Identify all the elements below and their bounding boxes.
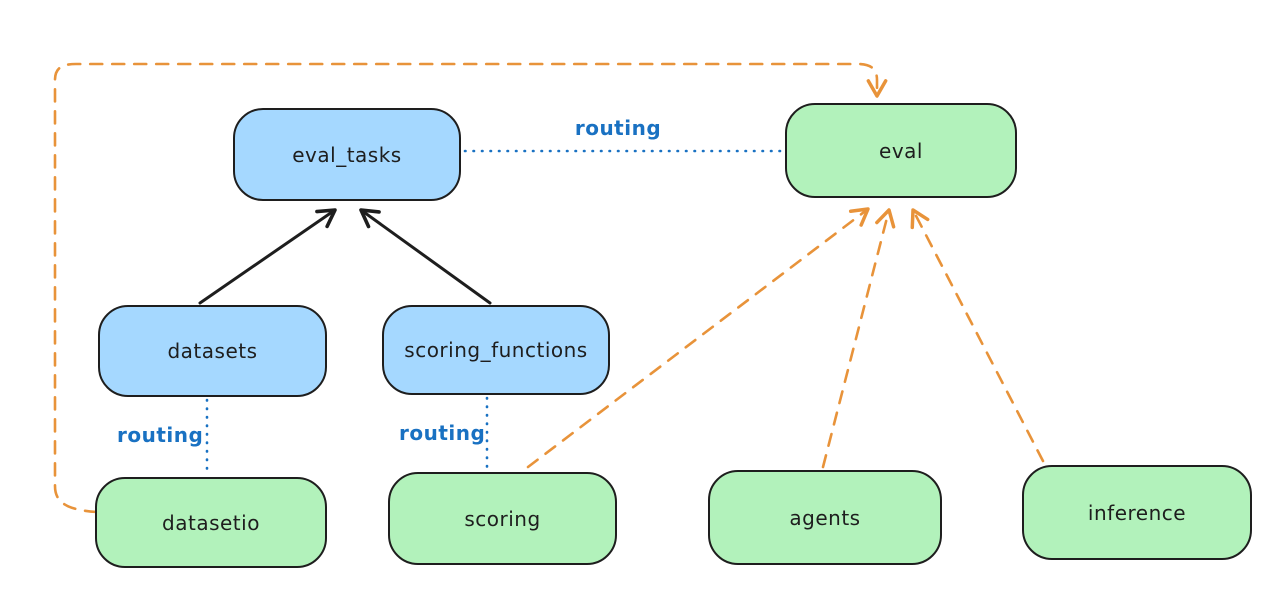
node-scoring-label: scoring <box>464 506 541 531</box>
node-scoring: scoring <box>388 472 617 565</box>
connector-agents-to-eval <box>821 208 896 469</box>
edge-label-routing-eval-tasks-eval: routing <box>574 116 662 140</box>
connector-scoring-to-eval <box>526 207 870 469</box>
connector-scoring-functions-to-eval-tasks <box>359 208 492 305</box>
node-eval-tasks-label: eval_tasks <box>292 142 402 167</box>
node-agents-label: agents <box>789 505 861 530</box>
node-datasetio: datasetio <box>95 477 327 568</box>
connector-datasets-to-eval-tasks <box>198 208 337 305</box>
node-eval-tasks: eval_tasks <box>233 108 461 201</box>
node-datasets-label: datasets <box>167 339 258 363</box>
node-agents: agents <box>708 470 942 565</box>
connector-inference-to-eval <box>910 208 1045 463</box>
node-eval: eval <box>785 103 1017 198</box>
node-datasets: datasets <box>98 305 327 397</box>
node-inference: inference <box>1022 465 1252 560</box>
node-eval-label: eval <box>879 138 923 163</box>
node-datasetio-label: datasetio <box>162 510 260 535</box>
node-scoring-functions-label: scoring_functions <box>404 338 588 362</box>
node-scoring-functions: scoring_functions <box>382 305 610 395</box>
node-inference-label: inference <box>1087 500 1187 525</box>
edge-label-routing-datasets-datasetio: routing <box>117 423 204 447</box>
edge-label-routing-scoring-functions-scoring: routing <box>399 421 486 445</box>
